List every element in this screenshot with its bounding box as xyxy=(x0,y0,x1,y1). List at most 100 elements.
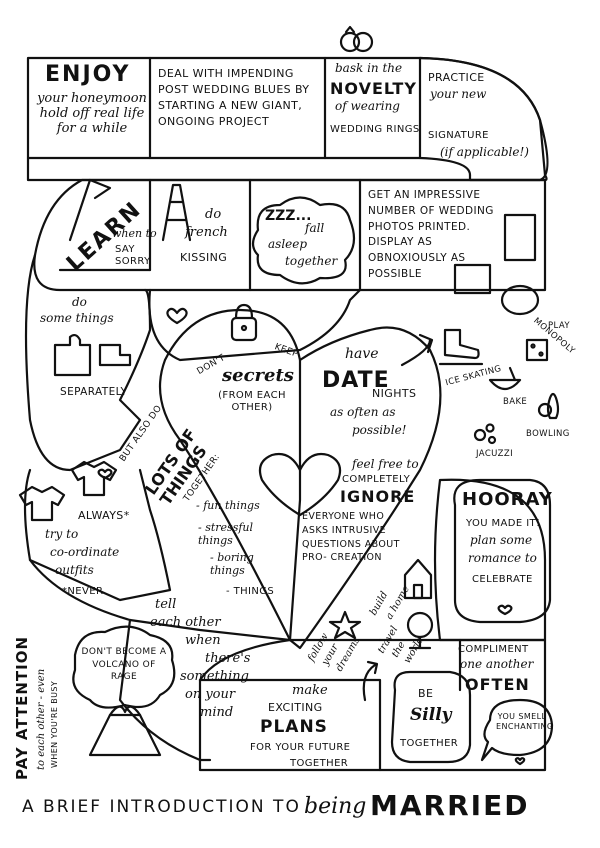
outfits-l3: co-ordinate xyxy=(50,545,120,559)
attention-heading: PAY ATTENTION xyxy=(13,635,31,780)
practice-l2: your new xyxy=(430,87,487,101)
dice-icon xyxy=(525,338,549,362)
enjoy-body: your honeymoon hold off real life for a … xyxy=(37,91,147,136)
outfits-l1: ALWAYS* xyxy=(78,509,130,522)
activity-bake: BAKE xyxy=(503,397,528,407)
attention-l2: WHEN YOU'RE BUSY xyxy=(50,680,59,768)
plans-l1: make xyxy=(292,683,328,698)
compliment-heading: OFTEN xyxy=(465,675,530,694)
ignore-heading: IGNORE xyxy=(340,487,416,506)
title-prefix: A BRIEF INTRODUCTION TO xyxy=(22,797,301,817)
separately-l1: do xyxy=(72,295,87,309)
activity-play: PLAY xyxy=(548,321,571,331)
ice-skate-icon xyxy=(438,328,484,366)
lots-item-4: - THINGS xyxy=(226,586,275,597)
asleep-cloud xyxy=(251,196,356,285)
french-l1: do xyxy=(205,207,222,222)
bask-heading: NOVELTY xyxy=(330,79,417,98)
page-title: A BRIEF INTRODUCTION TO being MARRIED xyxy=(22,789,582,830)
tell-l5: something xyxy=(180,669,249,684)
bask-tail: WEDDING RINGS xyxy=(330,124,420,135)
asleep-l2: asleep xyxy=(268,237,308,251)
puzzle-pieces-icon xyxy=(53,333,132,377)
photos-body: GET AN IMPRESSIVE NUMBER OF WEDDING PHOT… xyxy=(368,189,494,280)
date-l1: have xyxy=(345,346,379,362)
date-l3: as often as xyxy=(330,405,396,419)
smell-bubble xyxy=(480,698,554,762)
activity-bowling: BOWLING xyxy=(526,429,570,439)
smell-body: YOU SMELL ENCHANTING xyxy=(496,712,554,732)
tell-l7: mind xyxy=(200,705,234,720)
lots-item-3: - boring things xyxy=(210,551,254,577)
outfits-l4: outfits xyxy=(55,563,94,577)
hooray-l3: romance to xyxy=(468,551,537,565)
hooray-heading: HOORAY xyxy=(462,489,553,510)
silly-l3: TOGETHER xyxy=(400,738,459,749)
ignore-l2: COMPLETELY xyxy=(342,474,411,485)
silly-l1: BE xyxy=(418,687,434,700)
asleep-l1: fall xyxy=(305,221,325,235)
date-l4: possible! xyxy=(352,423,407,437)
ignore-body: EVERYONE WHO ASKS INTRUSIVE QUESTIONS AB… xyxy=(302,511,400,564)
wedding-rings-icon xyxy=(339,25,374,53)
board-right-bottom xyxy=(433,478,547,642)
learn-tail: SAY SORRY xyxy=(115,244,151,267)
volcano-icon xyxy=(88,713,162,757)
separately-l3: SEPARATELY xyxy=(60,386,128,398)
secrets-heading: secrets xyxy=(222,365,294,386)
mixing-bowl-icon xyxy=(488,366,522,391)
asleep-l3: together xyxy=(285,254,338,268)
ignore-l1: feel free to xyxy=(352,457,419,471)
practice-l1: PRACTICE xyxy=(428,71,485,84)
asleep-zzz: ZZZ... xyxy=(265,208,312,224)
board-lower-left xyxy=(23,468,172,602)
tell-l4: there's xyxy=(205,651,251,666)
deal-body: DEAL WITH IMPENDING post wedding blues B… xyxy=(158,67,310,128)
flag-icon xyxy=(68,178,112,242)
hooray-l1: YOU MADE IT! xyxy=(466,518,541,529)
plans-heading: PLANS xyxy=(260,717,328,737)
compliment-l1: COMPLIMENT xyxy=(458,644,529,655)
hooray-l4: CELEBRATE xyxy=(472,574,533,585)
enjoy-heading: ENJOY xyxy=(45,62,131,87)
hooray-bubble xyxy=(453,478,552,624)
volcano-body: DON'T BECOME A VOLCANO OF RAGE xyxy=(81,647,167,683)
star-icon xyxy=(328,610,362,640)
silly-l2: Silly xyxy=(410,705,452,725)
plans-l3: FOR YOUR FUTURE xyxy=(250,742,351,753)
hooray-l2: plan some xyxy=(470,533,533,547)
picture-frame-icon xyxy=(453,213,540,316)
arrow-icon xyxy=(400,333,434,367)
practice-l4: (if applicable!) xyxy=(440,145,529,159)
heart-icon xyxy=(514,757,526,766)
outfits-l5: *NEVER xyxy=(62,586,104,597)
arrow-up-icon xyxy=(362,660,379,702)
activity-jacuzzi: JACUZZI xyxy=(476,449,513,459)
title-script-word: being xyxy=(304,794,367,819)
plans-l2: EXCITING xyxy=(268,701,323,714)
separately-l2: some things xyxy=(40,311,114,325)
heart-icon xyxy=(258,452,342,517)
heart-icon xyxy=(497,604,513,616)
secrets-tail: (FROM EACH OTHER) xyxy=(218,390,286,413)
tell-l6: on your xyxy=(185,687,236,702)
globe-icon xyxy=(406,611,434,650)
attention-l1: to each other - even xyxy=(36,668,47,770)
date-heading: DATE xyxy=(322,368,390,393)
bask-post: of wearing xyxy=(335,99,400,113)
board-left-loop xyxy=(24,253,152,472)
heart-icon xyxy=(97,468,113,480)
french-l3: KISSING xyxy=(180,251,228,264)
date-l2: NIGHTS xyxy=(372,387,417,400)
french-l2: french xyxy=(185,225,228,240)
volcano-cloud xyxy=(72,625,176,709)
compliment-l2: one another xyxy=(460,657,534,671)
learn-sub: when to xyxy=(112,227,157,240)
outfits-l2: try to xyxy=(45,527,79,541)
lots-item-1: - fun things xyxy=(196,499,260,512)
tell-l2: each other xyxy=(150,615,221,630)
tell-l3: when xyxy=(185,633,221,648)
bask-pre: bask in the xyxy=(335,61,403,75)
practice-l3: SIGNATURE xyxy=(428,130,489,141)
board-inner-loop xyxy=(148,288,362,362)
